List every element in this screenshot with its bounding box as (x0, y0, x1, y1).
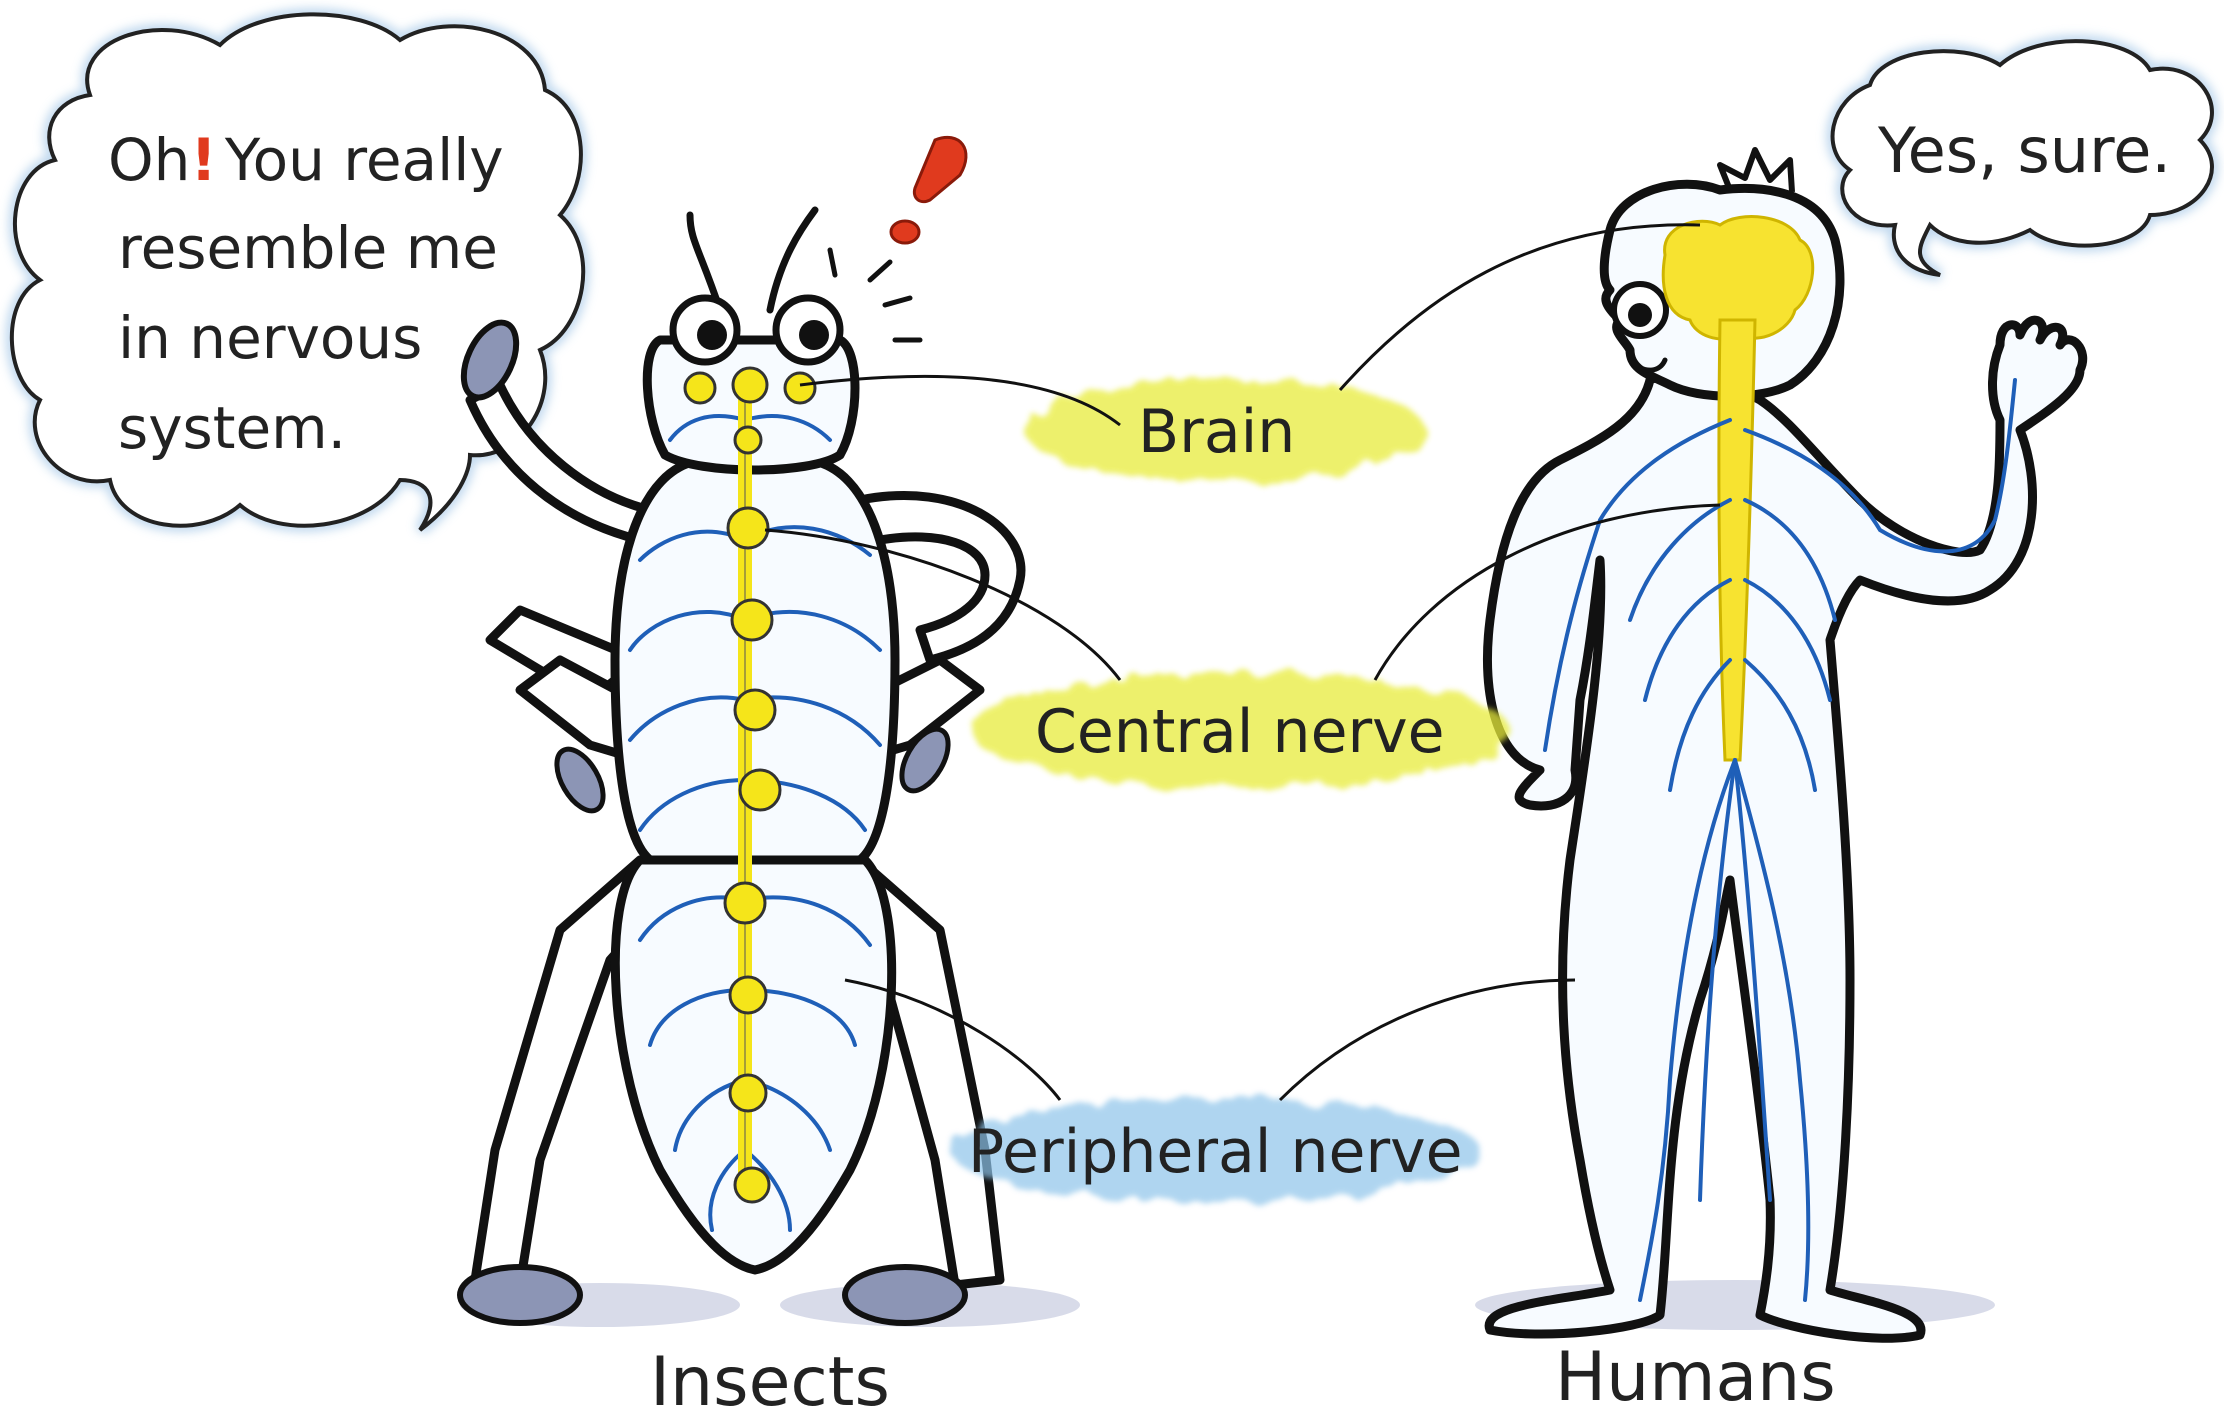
speech-insect-line-1b: You really (224, 126, 504, 194)
speech-human-text: Yes, sure. (1877, 114, 2171, 187)
human-speech-bubble: Yes, sure. (1833, 41, 2212, 275)
label-brain-text: Brain (1138, 397, 1295, 467)
speech-insect-line-1: Oh (108, 126, 190, 194)
label-peripheral-nerve-text: Peripheral nerve (968, 1117, 1463, 1187)
label-brain: Brain (1025, 378, 1425, 482)
caption-insects: Insects (650, 1343, 890, 1422)
human-body (1487, 320, 2082, 1338)
label-central-nerve: Central nerve (970, 672, 1510, 788)
label-central-nerve-text: Central nerve (1035, 697, 1445, 767)
exclamation-mark (830, 137, 966, 340)
speech-insect-line-3: in nervous (118, 304, 422, 372)
label-peripheral-nerve: Peripheral nerve (950, 1098, 1480, 1202)
human-figure (1475, 150, 2083, 1338)
speech-insect-line-4: system. (118, 394, 346, 462)
speech-insect-line-2: resemble me (118, 214, 498, 282)
svg-text:Oh!You really: Oh!You really (108, 126, 504, 194)
exclamation-glyph: ! (190, 126, 216, 194)
caption-humans: Humans (1555, 1338, 1836, 1417)
